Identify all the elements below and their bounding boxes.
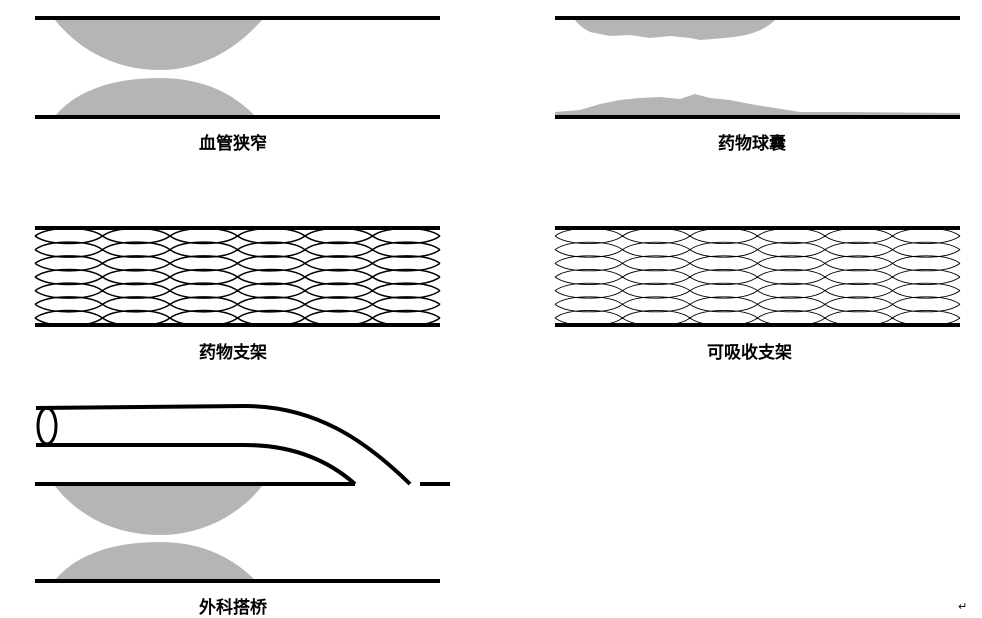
stent-strut — [34, 262, 441, 272]
stent-strut — [34, 276, 441, 286]
stent-strut — [554, 296, 961, 305]
return-mark: ↵ — [958, 600, 968, 613]
panel-absorbable-stent — [554, 226, 961, 327]
stent-strut — [34, 227, 441, 237]
stent-strut — [554, 290, 961, 299]
plaque-top — [55, 20, 262, 70]
stent-strut — [554, 276, 961, 285]
stent-mesh — [554, 228, 961, 326]
stent-strut — [34, 255, 441, 265]
stent-strut — [554, 303, 961, 313]
stent-strut — [554, 249, 961, 258]
caption-drug-stent: 药物支架 — [199, 343, 267, 363]
panel-drug-stent — [34, 226, 441, 327]
caption-surgical-bypass: 外科搭桥 — [199, 598, 267, 618]
stent-strut — [554, 235, 961, 244]
caption-absorbable-stent: 可吸收支架 — [707, 343, 792, 363]
stent-strut — [34, 309, 441, 319]
bypass-graft-upper — [35, 403, 412, 486]
stent-strut — [554, 282, 961, 292]
stent-strut — [554, 228, 961, 237]
stent-strut — [34, 289, 441, 299]
stent-strut — [554, 269, 961, 278]
bypass-graft-lower — [36, 443, 357, 486]
stent-strut — [34, 303, 441, 313]
residual-plaque-bottom — [555, 94, 960, 116]
caption-stenosis: 血管狭窄 — [199, 134, 267, 154]
stent-mesh — [34, 227, 441, 327]
stent-strut — [34, 282, 441, 292]
stent-strut — [34, 248, 441, 258]
caption-drug-balloon: 药物球囊 — [718, 134, 786, 154]
graft-opening — [36, 406, 58, 446]
panel-drug-balloon — [555, 16, 960, 119]
stent-strut — [554, 262, 961, 272]
stent-strut — [554, 255, 961, 264]
stent-strut — [34, 241, 441, 251]
stent-strut — [34, 268, 441, 278]
panel-stenosis — [35, 16, 440, 119]
plaque-bottom — [55, 542, 255, 580]
stent-strut — [34, 296, 441, 306]
stent-strut — [34, 235, 441, 245]
stent-strut — [554, 241, 961, 251]
panel-surgical-bypass — [35, 403, 450, 583]
plaque-bottom — [55, 78, 255, 116]
residual-plaque-top — [575, 20, 775, 40]
stent-strut — [554, 310, 961, 319]
plaque-top — [55, 486, 262, 535]
